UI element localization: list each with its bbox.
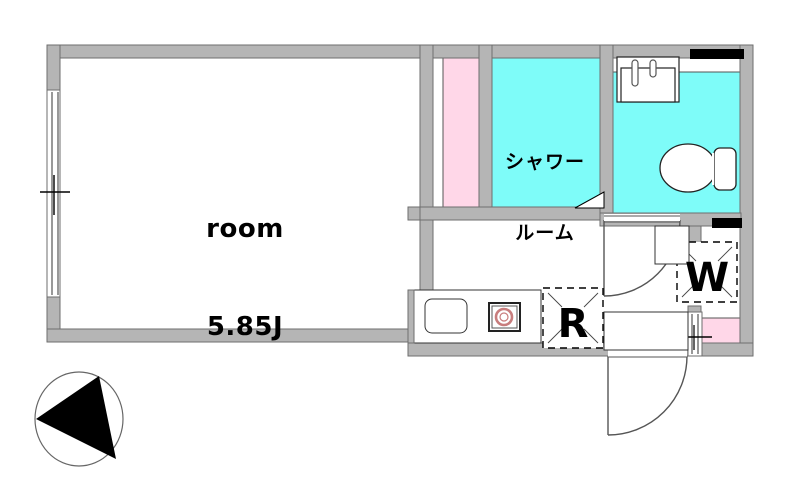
main-room-area: 5.85J bbox=[206, 311, 284, 342]
window-right-mid[interactable] bbox=[712, 218, 742, 228]
kitchen-sink bbox=[424, 298, 468, 334]
fridge-marker-label: R bbox=[557, 301, 589, 347]
corridor-shelf bbox=[603, 311, 689, 351]
faucet-icon bbox=[631, 59, 657, 87]
main-room-name: room bbox=[206, 214, 284, 244]
shower-room-name-line1: シャワー bbox=[504, 150, 585, 173]
main-room-label: room 5.85J bbox=[140, 148, 350, 408]
fridge-space bbox=[542, 287, 604, 349]
toilet bbox=[659, 143, 737, 193]
shower-door[interactable] bbox=[574, 191, 605, 209]
closet-floor bbox=[442, 57, 484, 212]
entrance-door[interactable] bbox=[607, 349, 688, 436]
vanity-sink bbox=[616, 56, 680, 103]
stove-burner bbox=[488, 302, 521, 332]
balcony-window[interactable] bbox=[40, 89, 70, 298]
compass-rose bbox=[34, 371, 124, 467]
entry-window[interactable] bbox=[680, 311, 712, 357]
washer-marker-label: W bbox=[684, 255, 730, 301]
window-top-right[interactable] bbox=[690, 49, 744, 59]
main-room-floor bbox=[60, 58, 433, 329]
shower-room-label: シャワー ルーム bbox=[485, 103, 605, 293]
washer-alcove bbox=[654, 225, 690, 265]
shower-room-name-line2: ルーム bbox=[515, 221, 575, 244]
